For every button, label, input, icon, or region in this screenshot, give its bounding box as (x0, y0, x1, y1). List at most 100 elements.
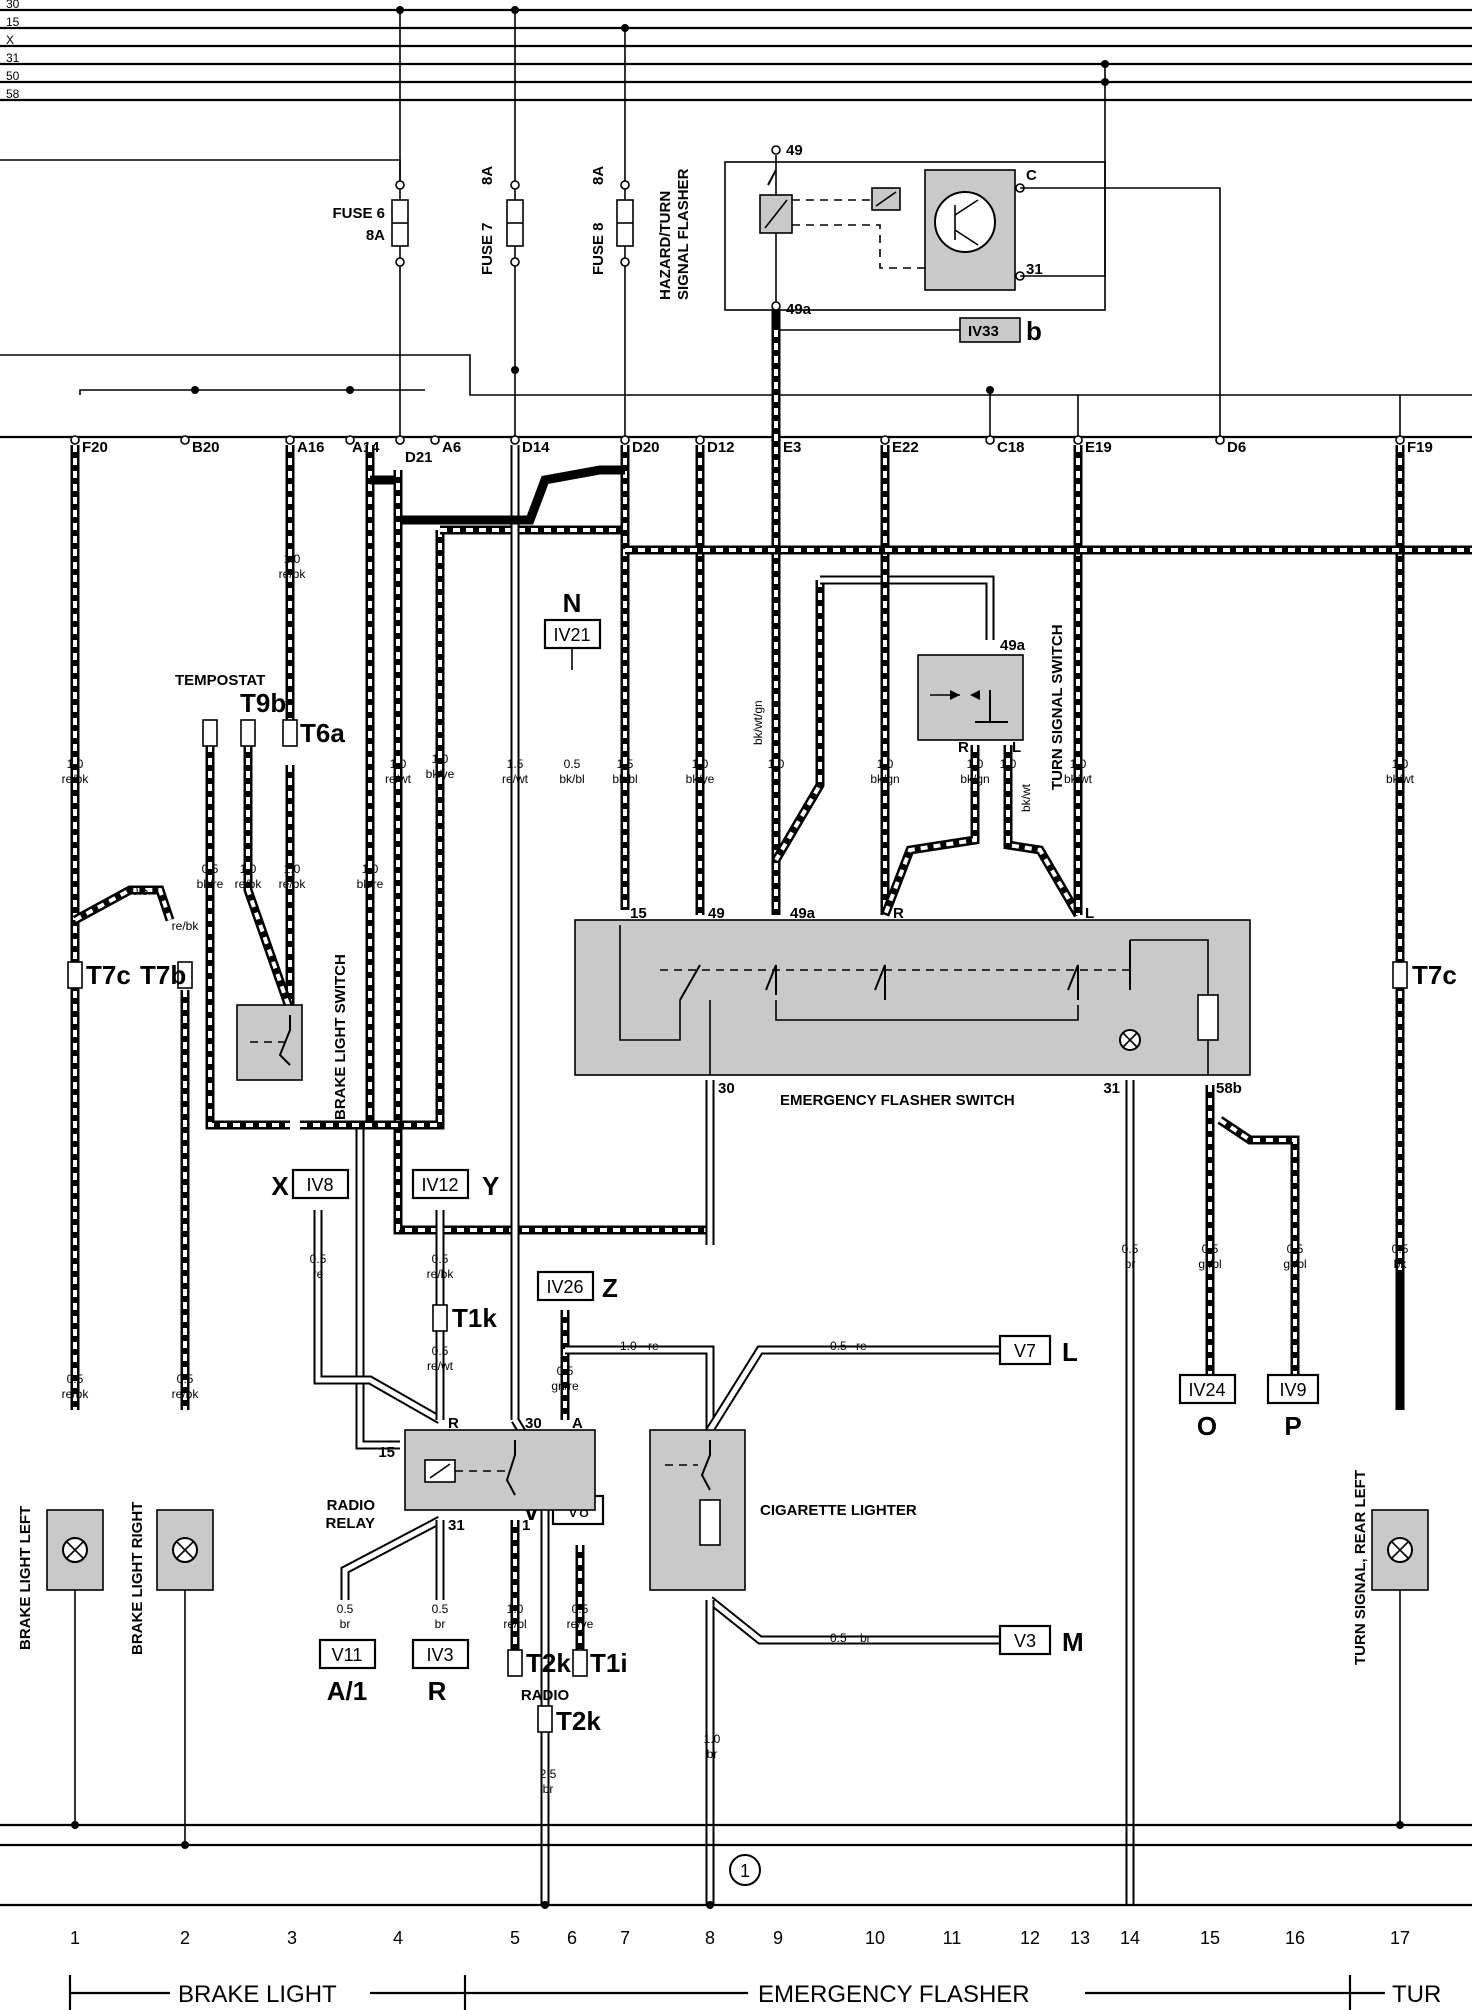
wire-color-e3: bk/wt/gn (751, 700, 765, 745)
section-emergency-flasher: EMERGENCY FLASHER (758, 1981, 1030, 2008)
ref-letter-z: Z (602, 1273, 618, 1303)
column-4: 4 (393, 1928, 403, 1948)
rr-terminal-r: R (448, 1415, 459, 1432)
ref-letter-n: N (563, 588, 582, 618)
wire-color-d20: bk/bl (612, 772, 637, 786)
wire-color-d12: bk/ye (686, 772, 715, 786)
wire-color-f19: bk/wt (1386, 772, 1415, 786)
ref-box-iv8-label: IV8 (306, 1175, 333, 1195)
radio-relay-label-2: RELAY (326, 1515, 375, 1532)
flasher-ref-box-label: IV33 (968, 323, 999, 340)
hazard-turn-signal-flasher: HAZARD/TURN SIGNAL FLASHER 49 49a C 31 I… (657, 64, 1221, 437)
column-15: 15 (1200, 1928, 1220, 1948)
connector-row: F20 B20 A16 A14 D21 A6 D14 D20 D12 E3 E2… (70, 435, 1433, 466)
flasher-terminal-49: 49 (786, 142, 803, 159)
wire-color-f20: re/bk (62, 772, 90, 786)
wire-size-col17: 0.5 (1392, 1242, 1409, 1256)
wire-spec-labels: 1.0 re/bk 1.0 re/bk 1.0 re/bk 1.0 re/wt … (62, 552, 1415, 1796)
wire-size-t1k: 0.5 (432, 1344, 449, 1358)
bus-label-31: 31 (6, 51, 20, 65)
turn-signal-switch-label: TURN SIGNAL SWITCH (1049, 624, 1066, 790)
ref-box-iv26-label: IV26 (546, 1277, 583, 1297)
emergency-flasher-switch-label: EMERGENCY FLASHER SWITCH (780, 1092, 1015, 1109)
brake-light-left: BRAKE LIGHT LEFT (17, 1506, 104, 1829)
column-3: 3 (287, 1928, 297, 1948)
ground-rails: 1 (0, 1823, 1472, 1909)
wire-size-e22: 1.0 (877, 757, 894, 771)
column-2: 2 (180, 1928, 190, 1948)
section-footer: BRAKE LIGHT EMERGENCY FLASHER TUR (68, 1975, 1441, 2010)
connector-d12: D12 (707, 439, 735, 456)
wire-size-iv21: 0.5 (564, 757, 581, 771)
wire-color-blr: re/bk (172, 1387, 200, 1401)
ground-ref-label: 1 (740, 1861, 750, 1881)
wire-color-iv8: re (313, 1267, 324, 1281)
wire-color-t1i: re/ye (567, 1617, 594, 1631)
wire-color-cross: re/bk (172, 919, 200, 933)
connector-d20: D20 (632, 439, 660, 456)
ref-box-iv24-label: IV24 (1188, 1380, 1225, 1400)
ref-letter-o: O (1197, 1411, 1217, 1441)
tss-terminal-49a: 49a (1000, 637, 1026, 654)
wire-size-f19: 1.0 (1392, 757, 1409, 771)
efs-terminal-49a: 49a (790, 905, 816, 922)
wire-color-v7: re (856, 1339, 867, 1353)
brake-light-right: BRAKE LIGHT RIGHT (129, 1502, 214, 1849)
fuse-7-name: FUSE 7 (479, 222, 496, 275)
wire-size-lighter-feed: 1.0 (620, 1339, 637, 1353)
column-17: 17 (1390, 1928, 1410, 1948)
column-numbers: 1 2 3 4 5 6 7 8 9 10 11 12 13 14 15 16 1… (70, 1928, 1410, 1948)
wire-color-a6: bk/ye (426, 767, 455, 781)
wire-color-tempo-a: bk/re (197, 877, 224, 891)
wire-size-iv26: 0.5 (557, 1364, 574, 1378)
wire-size-iv12: 0.5 (432, 1252, 449, 1266)
flasher-terminal-49a: 49a (786, 301, 812, 318)
terminal-t7c-left: T7c (86, 960, 131, 990)
flasher-title-1: HAZARD/TURN (657, 191, 674, 300)
wire-size-e3: 1.0 (768, 757, 785, 771)
connector-b20: B20 (192, 439, 220, 456)
brake-light-left-label: BRAKE LIGHT LEFT (17, 1506, 34, 1650)
ref-box-iv3-label: IV3 (426, 1645, 453, 1665)
wire-size-t1i: 0.5 (572, 1602, 589, 1616)
wire-color-a16: re/bk (279, 567, 307, 581)
efs-terminal-15: 15 (630, 905, 647, 922)
wire-size-tempo-b: 1.0 (240, 862, 257, 876)
fuse-6-name: FUSE 6 (332, 205, 385, 222)
ref-letter-p: P (1284, 1411, 1301, 1441)
ref-box-v7 (998, 1334, 1052, 1366)
wiring-harness (70, 310, 1472, 1905)
ref-letter-y: Y (482, 1171, 499, 1201)
wire-color-lighter-feed: re (648, 1339, 659, 1353)
connector-d21: D21 (405, 449, 433, 466)
terminal-t1i: T1i (590, 1648, 628, 1678)
radio-label: RADIO (521, 1687, 570, 1704)
connector-d14: D14 (522, 439, 550, 456)
ref-box-iv21-label: IV21 (553, 625, 590, 645)
flasher-ref-box (959, 317, 1021, 343)
connector-c18: C18 (997, 439, 1025, 456)
wire-size-e19: 1.0 (1070, 757, 1087, 771)
efs-terminal-31: 31 (1103, 1080, 1120, 1097)
wire-size-v7: 0.5 (830, 1339, 847, 1353)
terminal-t7b: T7b (140, 960, 186, 990)
wire-color-iv12: re/bk (427, 1267, 455, 1281)
wire-color-iv3: br (435, 1617, 446, 1631)
fuse-7-rating: 8A (479, 166, 496, 185)
ref-letter-x: X (271, 1171, 289, 1201)
brake-light-right-label: BRAKE LIGHT RIGHT (129, 1502, 146, 1655)
wire-color-d14: re/wt (502, 772, 529, 786)
connector-e19: E19 (1085, 439, 1112, 456)
wire-color-tss-r: bk/gn (960, 772, 989, 786)
rr-terminal-a: A (572, 1415, 583, 1432)
ref-box-iv3 (411, 1638, 470, 1670)
wire-color-col17: bk (1394, 1257, 1408, 1271)
wire-color-v11: br (340, 1617, 351, 1631)
connector-e3: E3 (783, 439, 801, 456)
efs-terminal-r: R (893, 905, 904, 922)
connector-f19: F19 (1407, 439, 1433, 456)
wire-color-radio: br (543, 1782, 554, 1796)
fuse-7: FUSE 7 8A (479, 10, 524, 437)
wire-size-a6: 1.0 (432, 752, 449, 766)
emergency-flasher-switch: 15 49 49a R L 30 31 58b EMERGENCY FLASHE… (574, 905, 1251, 1109)
